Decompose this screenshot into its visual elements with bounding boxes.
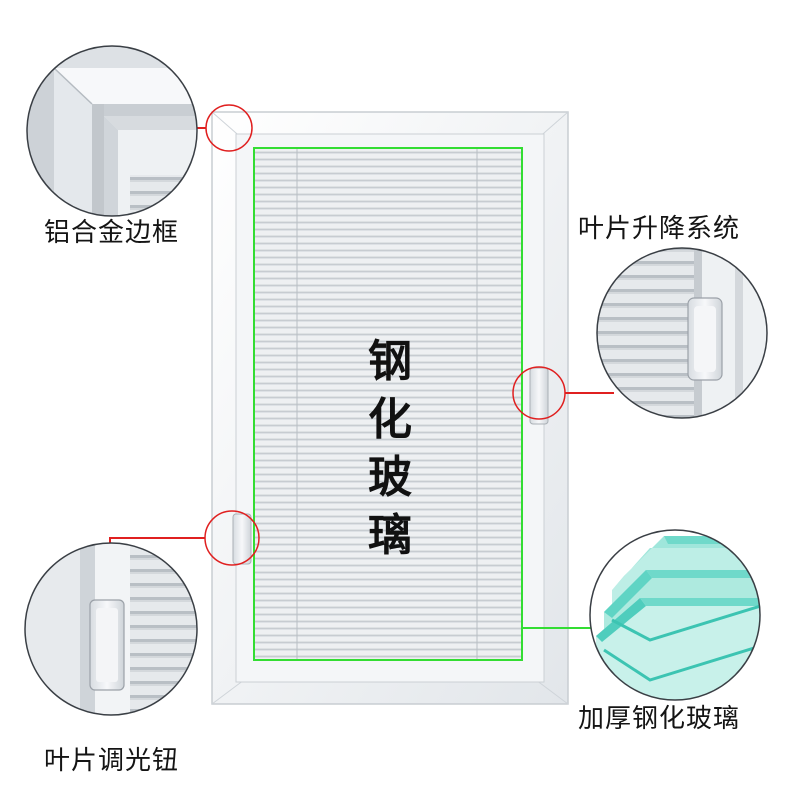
glass-char-4: 璃 [368, 510, 412, 561]
tempered-glass-icon [589, 529, 761, 701]
lift-handle [529, 367, 549, 425]
glass-outline [253, 147, 523, 661]
knob-icon [24, 542, 198, 716]
glass-center-label: 钢 化 玻 璃 [350, 333, 430, 565]
label-knob: 叶片调光钮 [44, 746, 180, 776]
frame-corner-icon [26, 45, 198, 217]
window [211, 111, 569, 705]
knob-handle [232, 513, 252, 565]
lift-handle-icon [596, 247, 768, 419]
label-glass-thick: 加厚钢化玻璃 [578, 704, 741, 734]
glass-char-1: 钢 [368, 336, 412, 387]
glass-char-3: 玻 [368, 452, 412, 503]
label-frame: 铝合金边框 [44, 218, 180, 248]
glass-char-2: 化 [368, 394, 412, 445]
label-lift-system: 叶片升降系统 [578, 214, 741, 244]
